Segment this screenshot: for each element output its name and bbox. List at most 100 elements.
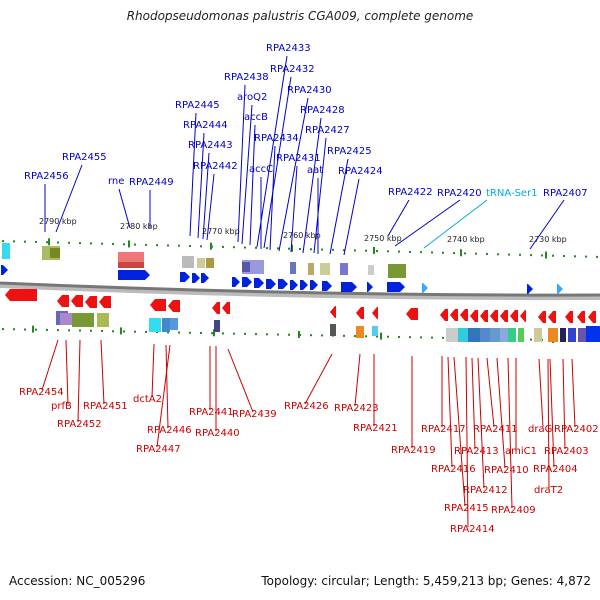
reverse-leader-line xyxy=(538,358,544,428)
forward-gene-arrow xyxy=(278,279,288,289)
forward-leader-line xyxy=(269,145,276,251)
reverse-gene-arrow xyxy=(5,289,37,301)
forward-gene-arrow xyxy=(322,281,332,291)
feature-box xyxy=(468,328,480,342)
scale-dot xyxy=(530,338,532,341)
gene-label-rpa2409: RPA2409 xyxy=(491,505,536,516)
scale-dot xyxy=(46,328,48,331)
scale-dot xyxy=(123,243,125,246)
gene-label-rpa2432: RPA2432 xyxy=(270,64,315,75)
scale-dot xyxy=(13,328,15,331)
reverse-leader-line xyxy=(447,356,453,468)
scale-dot xyxy=(365,335,367,338)
scale-dot xyxy=(189,331,191,334)
reverse-gene-arrow xyxy=(577,311,585,323)
scale-dot xyxy=(233,332,235,335)
scale-dot xyxy=(398,250,400,253)
reverse-leader-line xyxy=(354,353,361,407)
scale-dot xyxy=(145,330,147,333)
scale-major-tick xyxy=(380,332,382,340)
scale-tick-label: 2760 kbp xyxy=(283,231,321,240)
reverse-gene-arrow xyxy=(460,309,468,321)
gene-label-rpa2449: RPA2449 xyxy=(129,177,174,188)
reverse-leader-line xyxy=(471,357,476,450)
gene-label-rpa2430: RPA2430 xyxy=(287,85,332,96)
feature-box xyxy=(330,324,336,336)
scale-dot xyxy=(68,241,70,244)
scale-dot xyxy=(321,248,323,251)
scale-tick-label: 2730 kbp xyxy=(529,235,567,244)
gene-label-prfb: prfB xyxy=(51,401,72,412)
scale-dot xyxy=(299,247,301,250)
gene-label-rpa2421: RPA2421 xyxy=(353,423,398,434)
scale-dot xyxy=(255,246,257,249)
scale-dot xyxy=(332,248,334,251)
forward-gene-arrow xyxy=(290,280,298,290)
trna-gene-arrow xyxy=(422,283,428,293)
reverse-gene-arrow xyxy=(85,296,97,308)
scale-dot xyxy=(178,244,180,247)
backbone-line xyxy=(0,281,600,297)
feature-box xyxy=(308,263,314,275)
gene-label-accc: accC xyxy=(249,164,273,175)
backbone-shadow xyxy=(0,282,600,301)
scale-dot xyxy=(574,255,576,258)
scale-dot xyxy=(266,333,268,336)
scale-dot xyxy=(200,332,202,334)
scale-dot xyxy=(35,240,37,243)
reverse-leader-line xyxy=(496,357,506,469)
scale-dot xyxy=(453,252,455,255)
scale-major-tick xyxy=(291,244,293,252)
feature-box xyxy=(372,326,378,336)
gene-label-drat2: draT2 xyxy=(534,485,563,496)
gene-label-rpa2444: RPA2444 xyxy=(183,120,228,131)
gene-label-rpa2416: RPA2416 xyxy=(431,464,476,475)
scale-major-tick xyxy=(373,246,375,254)
scale-dot xyxy=(497,253,499,256)
forward-leader-line xyxy=(290,165,298,253)
gene-label-rpa2426: RPA2426 xyxy=(284,401,329,412)
forward-gene-arrow xyxy=(242,277,252,287)
gene-label-rpa2455: RPA2455 xyxy=(62,152,107,163)
feature-box xyxy=(182,256,194,268)
gene-label-dcta2: dctA2 xyxy=(133,394,162,405)
scale-major-tick xyxy=(48,238,50,246)
forward-leader-line xyxy=(329,158,349,255)
gene-label-rpa2412: RPA2412 xyxy=(463,485,508,496)
trna-gene-arrow xyxy=(557,284,563,294)
scale-major-tick xyxy=(32,325,34,333)
scale-dot xyxy=(244,246,246,249)
scale-dot xyxy=(101,330,103,333)
scale-dot xyxy=(134,330,136,333)
forward-leader-line xyxy=(237,84,246,243)
reverse-gene-arrow xyxy=(168,300,180,312)
scale-tick-label: 2770 kbp xyxy=(202,227,240,236)
gene-label-rpa2440: RPA2440 xyxy=(195,428,240,439)
scale-dot xyxy=(68,329,70,332)
reverse-gene-arrow xyxy=(372,307,378,319)
reverse-leader-line xyxy=(465,356,469,528)
forward-leader-line xyxy=(206,173,215,241)
feature-box xyxy=(320,263,330,275)
scale-dot xyxy=(409,250,411,253)
feature-box xyxy=(500,328,508,342)
scale-major-tick xyxy=(460,249,462,257)
forward-leader-line xyxy=(197,132,205,239)
feature-box xyxy=(118,262,144,268)
scale-dot xyxy=(90,329,92,332)
forward-gene-arrow xyxy=(300,280,308,290)
scale-dot xyxy=(519,253,521,256)
scale-dot xyxy=(277,247,279,250)
gene-label-rpa2425: RPA2425 xyxy=(327,146,372,157)
gene-label-rpa2441: RPA2441 xyxy=(189,407,234,418)
scale-dot xyxy=(178,331,180,334)
scale-major-tick xyxy=(545,251,547,259)
scale-dot xyxy=(277,333,279,336)
gene-label-rpa2402: RPA2402 xyxy=(554,424,599,435)
scale-dot xyxy=(57,241,59,244)
reverse-leader-line xyxy=(547,358,550,489)
gene-label-trna-ser1: tRNA-Ser1 xyxy=(486,188,538,199)
gene-label-accb: accB xyxy=(244,112,268,123)
feature-box xyxy=(458,328,468,342)
forward-gene-arrow xyxy=(367,282,373,292)
